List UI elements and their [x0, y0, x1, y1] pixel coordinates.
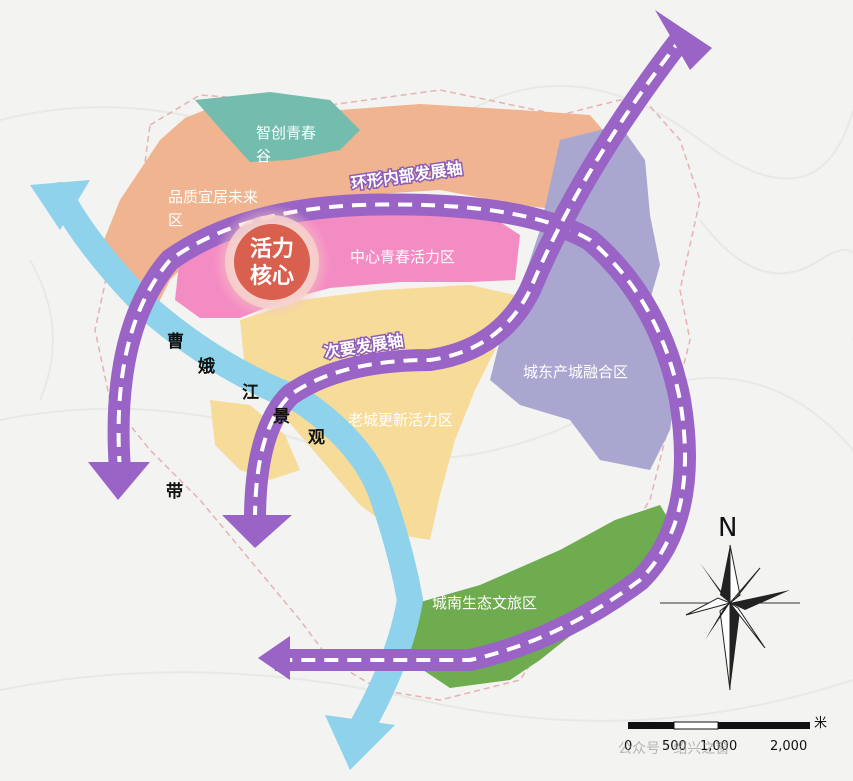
river-char-5: 观 [307, 428, 325, 448]
development-axes [88, 10, 712, 680]
core-label-line2: 核心 [250, 263, 294, 289]
north-arrow: N [660, 513, 800, 691]
river-arrow-north [30, 180, 90, 230]
label-residential-line1: 品质宜居未来 [168, 188, 258, 206]
north-label: N [718, 513, 737, 543]
scale-tick-500: 500 [662, 739, 687, 754]
scale-tick-2000: 2,000 [770, 739, 807, 754]
river-char-6: 带 [166, 481, 183, 502]
zone-valley [195, 92, 360, 162]
axis-arrow-west [258, 636, 290, 680]
zone-south [405, 505, 675, 688]
label-valley-line2: 谷 [256, 147, 271, 165]
river-char-1: 曹 [167, 332, 184, 352]
label-central: 中心青春活力区 [350, 248, 455, 266]
core-label-line1: 活力 [250, 237, 294, 262]
river-arrow-south [325, 715, 395, 770]
caoe-river [47, 182, 424, 743]
label-residential-line2: 区 [168, 211, 183, 229]
scale-unit: 米 [814, 716, 827, 731]
scale-tick-0: 0 [624, 739, 632, 754]
label-oldcity: 老城更新活力区 [348, 411, 453, 429]
watermark: 公众号 · 绍兴之窗 [618, 740, 729, 757]
scale-tick-1000: 1,000 [700, 739, 737, 754]
zone-east [490, 125, 680, 470]
axis-arrow-southwest-ring [88, 462, 150, 500]
river-char-2: 娥 [197, 356, 215, 377]
label-east: 城东产城融合区 [523, 363, 628, 381]
river-char-4: 景 [273, 407, 290, 427]
river-char-3: 江 [242, 383, 259, 403]
label-valley-line1: 智创青春 [256, 124, 316, 142]
axis-arrow-southwest-secondary [222, 515, 292, 548]
label-south: 城南生态文旅区 [432, 594, 537, 612]
vitality-core: 活力 核心 [214, 204, 330, 320]
scale-bar: 0 500 1,000 2,000 米 [624, 716, 827, 754]
zone-residential [100, 100, 620, 320]
axis-arrow-northeast [655, 10, 712, 70]
